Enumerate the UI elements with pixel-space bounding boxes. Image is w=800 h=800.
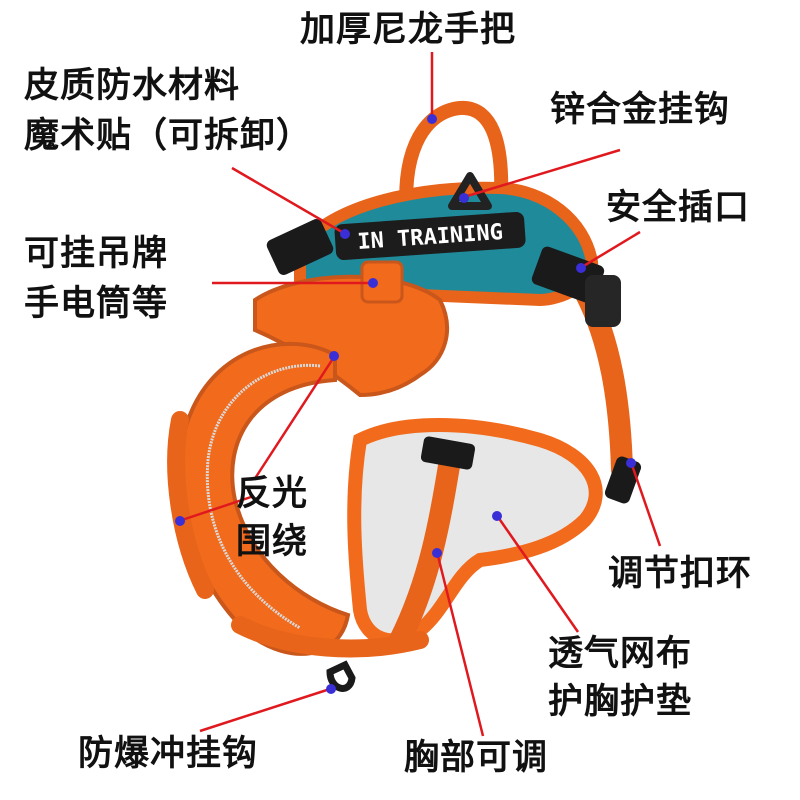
label-tag-line2: 手电筒等 <box>24 284 169 324</box>
callout-lines <box>181 52 662 737</box>
label-buckle: 安全插口 <box>606 188 751 228</box>
label-leash-hook: 防爆冲挂钩 <box>78 734 259 774</box>
callout-line-hook <box>463 148 621 199</box>
marker-dot-chest <box>432 548 442 558</box>
callout-line-adjust <box>630 464 662 547</box>
marker-dot-handle <box>427 114 437 124</box>
velcro-patch: IN TRAINING <box>334 211 526 261</box>
label-tag-line1: 可挂吊牌 <box>24 234 169 274</box>
label-velcro-line2: 魔术贴（可拆卸） <box>24 116 313 156</box>
callout-line-reflective-a <box>252 356 336 481</box>
callout-line-reflective-b <box>181 494 255 522</box>
marker-dot-mesh <box>492 511 502 521</box>
callout-line-chest <box>435 551 485 737</box>
marker-dot-reflective-a <box>329 351 339 361</box>
marker-dot-hook <box>459 193 469 203</box>
marker-dot-leash <box>326 684 336 694</box>
label-reflective-line1: 反光 <box>236 474 309 514</box>
chest-slider <box>420 436 476 470</box>
label-reflective-line2: 围绕 <box>236 522 309 562</box>
label-mesh-line1: 透气网布 <box>548 634 693 674</box>
bottom-strap <box>231 616 429 658</box>
marker-dot-velcro <box>340 229 350 239</box>
buckle-left <box>266 219 334 275</box>
side-strap-left <box>167 411 214 599</box>
zinc-alloy-hook-shape <box>448 172 492 210</box>
marker-dot-tag <box>368 278 378 288</box>
buckle-clip-right <box>585 275 621 327</box>
label-velcro-line1: 皮质防水材料 <box>24 66 241 106</box>
reflective-trim <box>205 363 321 630</box>
label-mesh-line2: 护胸护垫 <box>548 682 693 722</box>
marker-dot-reflective-b <box>175 516 185 526</box>
leash-hook-shape <box>326 660 356 692</box>
marker-dot-buckle <box>576 263 586 273</box>
label-hook: 锌合金挂钩 <box>550 90 731 130</box>
marker-dot-adjust <box>626 458 636 468</box>
callout-line-velcro <box>231 166 343 234</box>
harness-illustration: IN TRAINING <box>167 101 642 692</box>
label-chest-adjust: 胸部可调 <box>404 738 549 778</box>
callout-line-leash <box>199 687 331 733</box>
chest-strap <box>389 449 461 651</box>
callout-line-buckle <box>581 230 641 269</box>
mesh-chest-pad <box>347 418 603 648</box>
nylon-handle <box>399 101 509 229</box>
label-adjust-ring: 调节扣环 <box>608 554 753 594</box>
callout-line-mesh <box>496 516 580 633</box>
marker-dots <box>175 114 636 694</box>
label-handle: 加厚尼龙手把 <box>300 10 517 50</box>
